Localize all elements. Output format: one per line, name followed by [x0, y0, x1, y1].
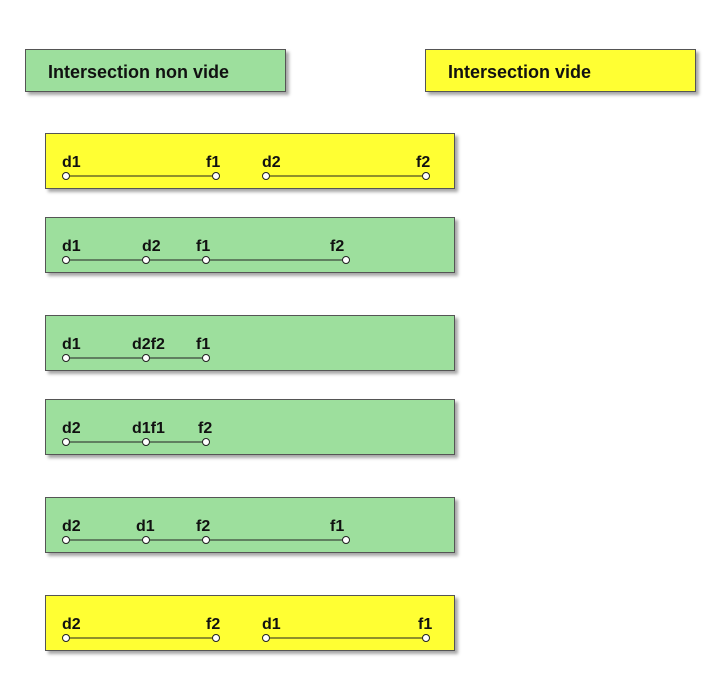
endpoint-marker — [422, 634, 430, 642]
endpoint-marker — [62, 438, 70, 446]
endpoint-label: f2 — [330, 238, 344, 255]
endpoint-label: d2 — [62, 518, 81, 535]
endpoint-label: d1f1 — [132, 420, 165, 437]
endpoint-label: d2 — [62, 616, 81, 633]
interval-diagram: d2 f2 d1 f1 — [62, 616, 432, 642]
endpoint-label: d2f2 — [132, 336, 165, 353]
endpoint-marker — [212, 634, 220, 642]
endpoint-label: d1 — [136, 518, 155, 535]
endpoint-marker — [262, 634, 270, 642]
case-row-3: d1 d2f2 f1 — [45, 315, 455, 371]
endpoint-label: f1 — [206, 154, 220, 171]
legend-overlap-label: Intersection non vide — [48, 62, 230, 82]
endpoint-label: d2 — [62, 420, 81, 437]
endpoint-label: f2 — [198, 420, 212, 437]
endpoint-marker — [62, 172, 70, 180]
endpoint-label: f1 — [196, 336, 210, 353]
endpoint-label: f2 — [196, 518, 210, 535]
endpoint-marker — [422, 172, 430, 180]
interval-diagram: d1 d2 f1 f2 — [62, 238, 350, 264]
legend-overlap: Intersection non vide — [25, 49, 286, 92]
interval-diagram: d1 d2f2 f1 — [62, 336, 210, 362]
legend-disjoint: Intersection vide — [425, 49, 696, 92]
endpoint-label: d1 — [62, 336, 81, 353]
endpoint-marker — [342, 256, 350, 264]
endpoint-label: d1 — [62, 154, 81, 171]
endpoint-marker — [202, 536, 210, 544]
endpoint-marker — [142, 256, 150, 264]
endpoint-marker — [62, 634, 70, 642]
endpoint-label: d2 — [262, 154, 281, 171]
endpoint-marker — [62, 256, 70, 264]
case-row-2: d1 d2 f1 f2 — [45, 217, 455, 273]
interval-diagram: d2 d1f1 f2 — [62, 420, 212, 446]
endpoint-label: f1 — [196, 238, 210, 255]
case-row-4: d2 d1f1 f2 — [45, 399, 455, 455]
case-row-5: d2 d1 f2 f1 — [45, 497, 455, 553]
interval-diagram: d2 d1 f2 f1 — [62, 518, 350, 544]
interval-diagram: d1 f1 d2 f2 — [62, 154, 430, 180]
endpoint-marker — [262, 172, 270, 180]
endpoint-label: f2 — [206, 616, 220, 633]
endpoint-label: d2 — [142, 238, 161, 255]
endpoint-label: f2 — [416, 154, 430, 171]
endpoint-label: d1 — [62, 238, 81, 255]
endpoint-label: d1 — [262, 616, 281, 633]
endpoint-marker — [62, 354, 70, 362]
endpoint-marker — [342, 536, 350, 544]
endpoint-marker — [202, 256, 210, 264]
endpoint-label: f1 — [418, 616, 432, 633]
endpoint-marker — [202, 354, 210, 362]
case-row-6: d2 f2 d1 f1 — [45, 595, 455, 651]
endpoint-marker — [62, 536, 70, 544]
endpoint-label: f1 — [330, 518, 344, 535]
endpoint-marker — [142, 354, 150, 362]
endpoint-marker — [212, 172, 220, 180]
endpoint-marker — [142, 438, 150, 446]
endpoint-marker — [202, 438, 210, 446]
legend-disjoint-label: Intersection vide — [448, 62, 592, 82]
case-row-1: d1 f1 d2 f2 — [45, 133, 455, 189]
endpoint-marker — [142, 536, 150, 544]
